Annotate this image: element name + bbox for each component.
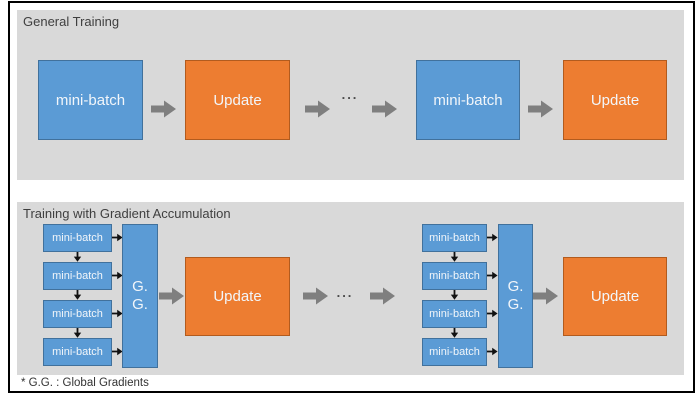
flow-arrow-icon xyxy=(305,100,330,118)
update-label: Update xyxy=(213,288,262,305)
flow-arrow-icon xyxy=(303,287,328,305)
mini-batch-box: mini-batch xyxy=(43,300,112,328)
panel-title: Training with Gradient Accumulation xyxy=(23,206,231,221)
global-gradients-label: G. G. xyxy=(132,278,148,313)
mini-batch-label: mini-batch xyxy=(429,308,480,320)
flow-arrow-icon xyxy=(528,100,553,118)
right-arrow-icon xyxy=(112,309,123,318)
mini-batch-box: mini-batch xyxy=(422,224,487,252)
update-box: Update xyxy=(563,257,667,336)
mini-batch-label: mini-batch xyxy=(429,346,480,358)
mini-batch-label: mini-batch xyxy=(429,270,480,282)
mini-batch-label: mini-batch xyxy=(52,346,103,358)
footnote: * G.G. : Global Gradients xyxy=(21,377,149,389)
mini-batch-label: mini-batch xyxy=(55,91,126,109)
down-arrow-icon xyxy=(450,328,459,338)
outer-frame xyxy=(8,1,695,393)
gradient-accumulation-panel: Training with Gradient Accumulation mini… xyxy=(17,202,684,375)
flow-arrow-icon xyxy=(533,287,558,305)
flow-arrow-icon xyxy=(370,287,395,305)
panel-title: General Training xyxy=(23,14,120,29)
mini-batch-label: mini-batch xyxy=(433,91,503,109)
mini-batch-box: mini-batch xyxy=(422,338,487,366)
down-arrow-icon xyxy=(450,252,459,262)
right-arrow-icon xyxy=(112,271,123,280)
update-label: Update xyxy=(590,91,640,109)
mini-batch-box: mini-batch xyxy=(43,262,112,290)
right-arrow-icon xyxy=(112,233,123,242)
update-label: Update xyxy=(590,288,640,305)
global-gradients-label: G. G. xyxy=(507,278,524,313)
down-arrow-icon xyxy=(73,252,82,262)
flow-arrow-icon xyxy=(151,100,176,118)
down-arrow-icon xyxy=(73,290,82,300)
down-arrow-icon xyxy=(73,328,82,338)
flow-arrow-icon xyxy=(372,100,397,118)
right-arrow-icon xyxy=(487,271,498,280)
mini-batch-box: mini-batch xyxy=(43,338,112,366)
right-arrow-icon xyxy=(487,233,498,242)
global-gradients-box: G. G. xyxy=(498,224,533,368)
update-box: Update xyxy=(563,60,667,140)
mini-batch-box: mini-batch xyxy=(43,224,112,252)
mini-batch-label: mini-batch xyxy=(52,232,103,244)
ellipsis-text: ... xyxy=(336,285,354,300)
general-training-panel: General Training mini-batch Update ... m… xyxy=(17,10,684,180)
right-arrow-icon xyxy=(487,309,498,318)
flow-arrow-icon xyxy=(159,287,184,305)
right-arrow-icon xyxy=(112,347,123,356)
global-gradients-box: G. G. xyxy=(122,224,158,368)
mini-batch-label: mini-batch xyxy=(52,270,103,282)
mini-batch-label: mini-batch xyxy=(52,308,103,320)
update-box: Update xyxy=(185,257,290,336)
ellipsis-text: ... xyxy=(341,87,359,102)
mini-batch-box: mini-batch xyxy=(422,300,487,328)
mini-batch-box: mini-batch xyxy=(416,60,520,140)
right-arrow-icon xyxy=(487,347,498,356)
mini-batch-label: mini-batch xyxy=(429,232,480,244)
update-label: Update xyxy=(213,91,262,109)
mini-batch-box: mini-batch xyxy=(422,262,487,290)
down-arrow-icon xyxy=(450,290,459,300)
mini-batch-box: mini-batch xyxy=(38,60,143,140)
update-box: Update xyxy=(185,60,290,140)
